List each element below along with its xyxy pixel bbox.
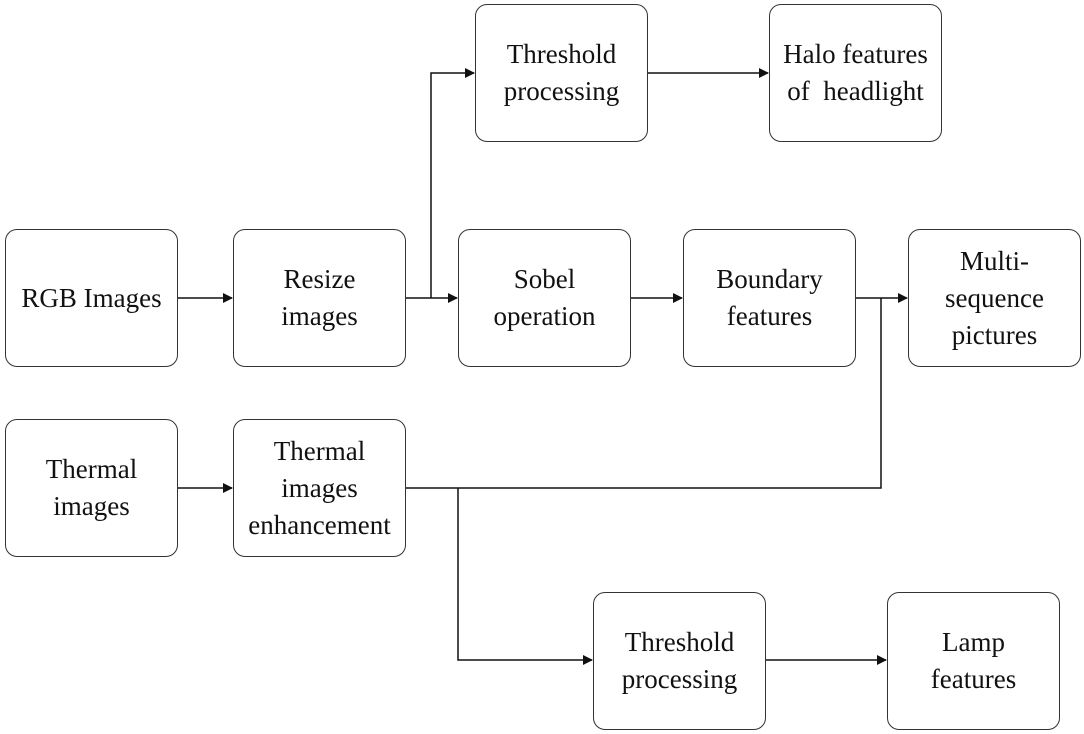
node-label-line: Resize xyxy=(283,264,356,294)
node-label: RGB Images xyxy=(21,280,161,317)
node-thermal-images: Thermal images xyxy=(5,419,178,557)
node-label: Sobel operation xyxy=(494,261,596,335)
node-label-line: features xyxy=(726,301,813,331)
node-threshold-processing-top: Threshold processing xyxy=(475,4,648,142)
node-label: Lamp features xyxy=(931,624,1016,698)
node-label-line: Sobel xyxy=(513,264,576,294)
node-label-line: Threshold xyxy=(624,627,735,657)
node-label-line: RGB Images xyxy=(21,282,162,313)
node-threshold-processing-bottom: Threshold processing xyxy=(593,592,766,730)
node-label: Thermal images xyxy=(46,451,137,525)
node-label: Halo features of headlight xyxy=(783,36,928,110)
node-boundary-features: Boundary features xyxy=(683,229,856,367)
node-label: Thermal images enhancement xyxy=(248,433,390,544)
node-label-line: Lamp xyxy=(942,627,1005,657)
node-label-line: sequence xyxy=(945,282,1044,313)
node-label-line: Boundary xyxy=(716,264,823,294)
arrow-enhancement-to-threshold-bottom xyxy=(457,488,593,665)
node-label-line: processing xyxy=(503,76,620,106)
arrow-resize-to-threshold-top xyxy=(430,68,475,298)
node-label-line: Halo features xyxy=(783,39,928,69)
node-label-line: enhancement xyxy=(248,509,391,540)
node-resize-images: Resize images xyxy=(233,229,406,367)
node-label-line: operation xyxy=(493,301,596,331)
node-multi-sequence-pictures: Multi-sequence pictures xyxy=(908,229,1081,367)
node-label-line: pictures xyxy=(951,319,1038,350)
node-label-line: images xyxy=(281,301,358,331)
node-label-line: features xyxy=(930,664,1017,694)
node-label-line: images xyxy=(53,491,130,521)
node-label: Boundary features xyxy=(716,261,822,335)
node-label-line: Thermal xyxy=(273,435,366,466)
node-sobel-operation: Sobel operation xyxy=(458,229,631,367)
node-thermal-images-enhancement: Thermal images enhancement xyxy=(233,419,406,557)
node-label-line: Multi- xyxy=(959,245,1029,276)
node-label-line: of headlight xyxy=(787,76,924,106)
node-label: Threshold processing xyxy=(622,624,737,698)
node-label-line: Threshold xyxy=(506,39,617,69)
node-label: Threshold processing xyxy=(504,36,619,110)
node-rgb-images: RGB Images xyxy=(5,229,178,367)
node-lamp-features: Lamp features xyxy=(887,592,1060,730)
node-label-line: Thermal xyxy=(45,454,138,484)
node-label: Multi-sequence pictures xyxy=(945,243,1044,354)
node-label-line: images xyxy=(281,472,358,503)
node-label-line: processing xyxy=(621,664,738,694)
node-halo-features: Halo features of headlight xyxy=(769,4,942,142)
node-label: Resize images xyxy=(281,261,357,335)
line-enhancement-to-multi xyxy=(406,298,882,489)
